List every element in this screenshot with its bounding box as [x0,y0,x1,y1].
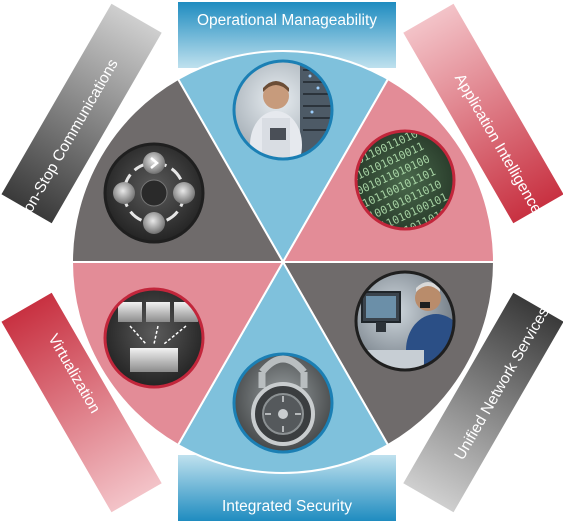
virtual-servers-icon [103,287,205,389]
padlock-photo [232,352,334,454]
tab-unified-network-services [403,292,563,513]
binary-code-photo: 1010110011010 0110101010011 100101101010… [354,129,456,231]
tab-application-intelligence [403,3,563,224]
redundant-circle-icon [103,142,205,244]
tab-virtualization [1,292,162,513]
label-operational-manageability: Operational Manageability [197,12,377,29]
label-integrated-security: Integrated Security [222,498,352,515]
tab-non-stop-communications [1,3,162,224]
